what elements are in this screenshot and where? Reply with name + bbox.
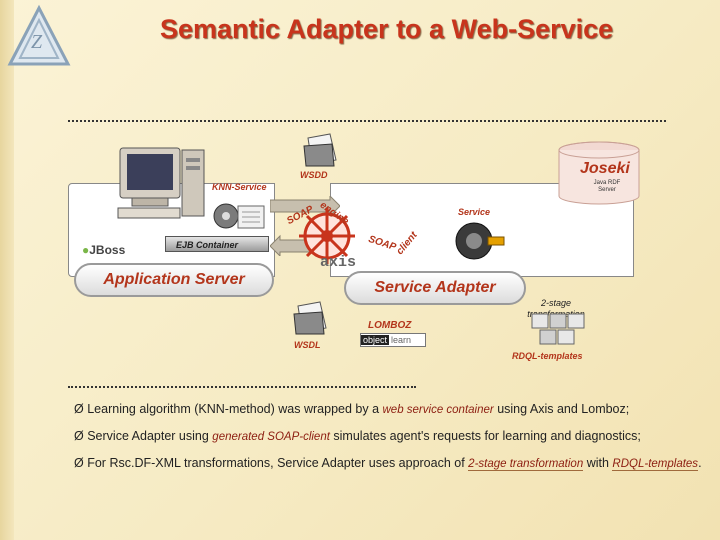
svg-text:Z: Z	[31, 31, 43, 53]
bullet-glyph: Ø	[74, 429, 84, 443]
wsdl-document-icon	[293, 301, 327, 335]
page-title: Semantic Adapter to a Web-Service	[160, 14, 614, 44]
bullet-glyph: Ø	[74, 402, 84, 416]
service-adapter-label: Service Adapter	[344, 271, 526, 305]
bullet-3-highlight: 2-stage transformation	[468, 458, 584, 471]
jboss-logo: ●JBoss	[82, 243, 125, 257]
bullet-2-suffix: simulates agent's requests for learning …	[329, 429, 641, 443]
bullet-3-mid: with	[583, 456, 613, 470]
bullet-3-highlight-2: RDQL-templates	[612, 458, 699, 471]
jboss-text: JBoss	[89, 243, 126, 257]
bullet-item-2: Ø Service Adapter using generated SOAP-c…	[74, 428, 702, 445]
bullet-item-3: Ø For Rsc.DF-XML transformations, Servic…	[74, 455, 702, 472]
rdql-templates-label: RDQL-templates	[512, 351, 583, 361]
two-stage-line1: 2-stage	[540, 298, 572, 308]
bullet-3-text: For Rsc.DF-XML transformations, Service …	[87, 456, 469, 470]
bullet-1-highlight: web service container	[382, 404, 494, 416]
middle-divider	[68, 386, 416, 388]
bullet-2-text: Service Adapter using	[87, 429, 213, 443]
jboss-dot: ●	[82, 243, 90, 257]
objectlearn-part2: learn	[391, 335, 412, 345]
application-server-label: Application Server	[74, 263, 274, 297]
joseki-subtitle-line1: Java RDF	[593, 180, 621, 186]
connector-arrows	[270, 196, 340, 256]
puzzle-icon	[531, 313, 585, 345]
bullet-2-highlight: generated SOAP-client	[212, 431, 330, 443]
objectlearn-part1: object	[361, 335, 390, 345]
bullet-1-suffix: using Axis and Lomboz;	[493, 402, 630, 416]
bullet-1-text: Learning algorithm (KNN-method) was wrap…	[87, 402, 383, 416]
service-plug-icon	[455, 222, 505, 260]
lomboz-label: LOMBOZ	[368, 320, 412, 331]
wsdl-label: WSDL	[294, 340, 321, 350]
application-server-panel	[68, 183, 275, 277]
joseki-subtitle: Java RDF Server	[590, 180, 624, 194]
joseki-database-icon	[558, 141, 640, 205]
joseki-label: Joseki	[580, 160, 630, 177]
service-label: Service	[458, 207, 491, 217]
logo-icon: Z	[7, 4, 71, 66]
knn-service-label: KNN-Service	[212, 182, 267, 192]
ejb-container-label: EJB Container	[165, 236, 269, 252]
axis-logo: axis	[320, 254, 357, 271]
joseki-subtitle-line2: Server	[598, 187, 616, 193]
bullet-list: Ø Learning algorithm (KNN-method) was wr…	[74, 401, 702, 478]
top-divider	[68, 120, 666, 122]
computer-icon	[117, 147, 205, 219]
component-reel-icon	[213, 203, 265, 229]
bullet-glyph: Ø	[74, 456, 84, 470]
left-decor-stripe	[0, 0, 14, 540]
bullet-3-suffix: .	[698, 456, 702, 470]
bullet-item-1: Ø Learning algorithm (KNN-method) was wr…	[74, 401, 702, 418]
soap-engine-wheel-icon	[299, 208, 355, 264]
wsdd-label: WSDD	[300, 170, 328, 180]
wsdd-document-icon	[303, 133, 337, 167]
